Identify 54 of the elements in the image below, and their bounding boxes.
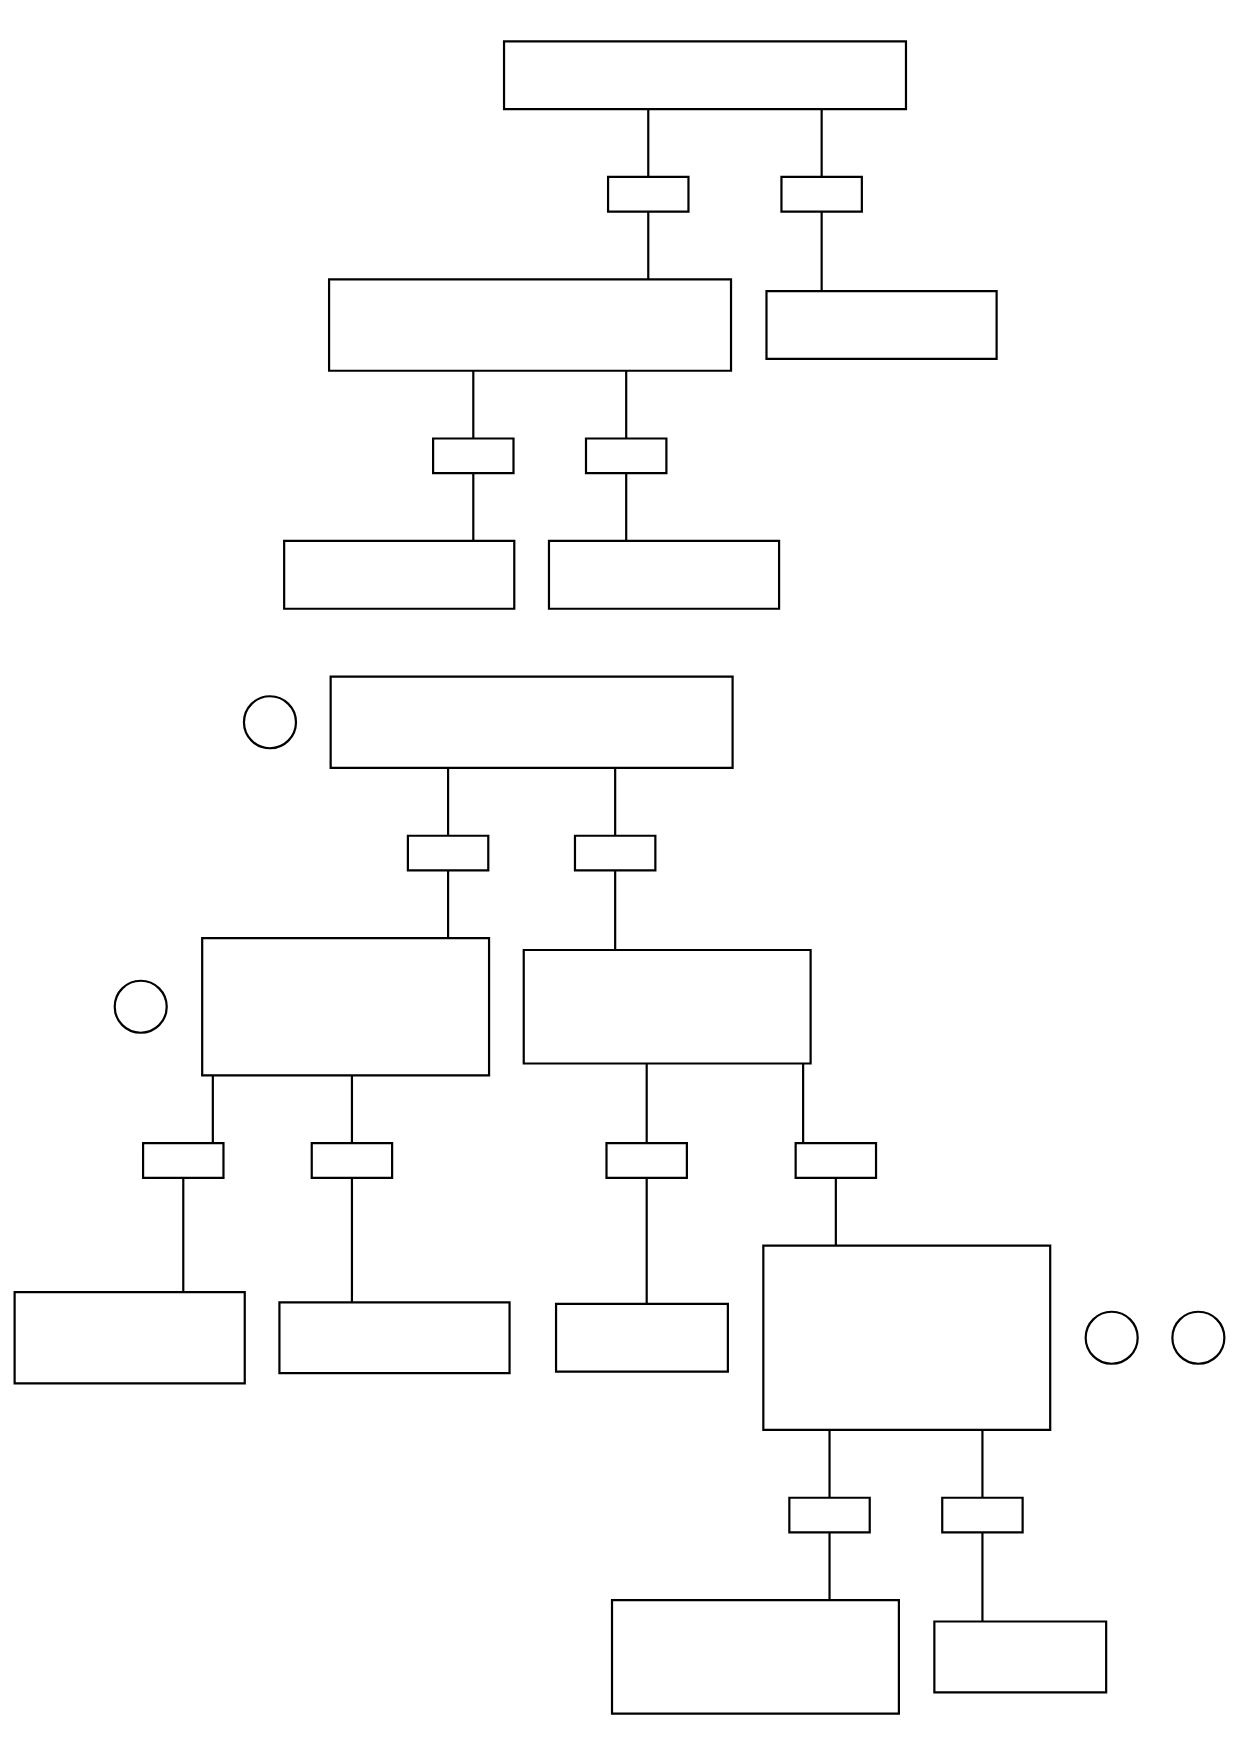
- node-box: [283, 539, 516, 610]
- node-box: [310, 1141, 394, 1179]
- node-box: [933, 1619, 1108, 1694]
- connector: [802, 1063, 805, 1143]
- node-box: [584, 436, 668, 474]
- node-box: [606, 175, 690, 213]
- node-box: [610, 1598, 900, 1715]
- node-box: [432, 436, 515, 474]
- node-circle: [113, 979, 168, 1034]
- node-box: [941, 1496, 1024, 1534]
- connector: [645, 1063, 648, 1143]
- connector: [647, 109, 650, 177]
- connector: [981, 1532, 984, 1621]
- connector: [820, 109, 823, 177]
- connector: [828, 1532, 831, 1600]
- connector: [614, 767, 617, 835]
- connector: [820, 211, 823, 291]
- connector: [182, 1177, 185, 1292]
- node-box: [201, 936, 491, 1076]
- node-box: [762, 1243, 1052, 1431]
- node-box: [605, 1141, 688, 1179]
- connector: [350, 1177, 354, 1302]
- node-box: [13, 1290, 246, 1385]
- connector: [614, 870, 617, 950]
- connector: [647, 211, 650, 279]
- node-box: [547, 539, 781, 610]
- connector: [828, 1429, 831, 1498]
- node-box: [794, 1141, 878, 1179]
- node-box: [406, 834, 490, 871]
- node-circle: [242, 694, 298, 749]
- node-box: [278, 1300, 511, 1374]
- connector: [625, 472, 628, 541]
- node-circle: [1084, 1310, 1139, 1365]
- node-box: [141, 1141, 225, 1179]
- connector: [981, 1429, 984, 1498]
- connector: [472, 472, 475, 541]
- node-box: [554, 1302, 729, 1373]
- connector: [211, 1075, 214, 1143]
- node-box: [765, 289, 998, 360]
- connector: [350, 1075, 354, 1143]
- node-box: [522, 948, 812, 1065]
- node-box: [327, 277, 733, 372]
- node-box: [502, 39, 908, 110]
- node-box: [573, 834, 657, 871]
- connector: [446, 767, 450, 835]
- connector: [834, 1177, 837, 1245]
- connector: [625, 370, 628, 438]
- node-box: [788, 1496, 871, 1534]
- connector: [472, 370, 475, 438]
- connector: [645, 1177, 648, 1303]
- node-box: [780, 175, 863, 213]
- node-box: [329, 674, 734, 769]
- connector: [446, 870, 450, 938]
- node-circle: [1171, 1310, 1226, 1365]
